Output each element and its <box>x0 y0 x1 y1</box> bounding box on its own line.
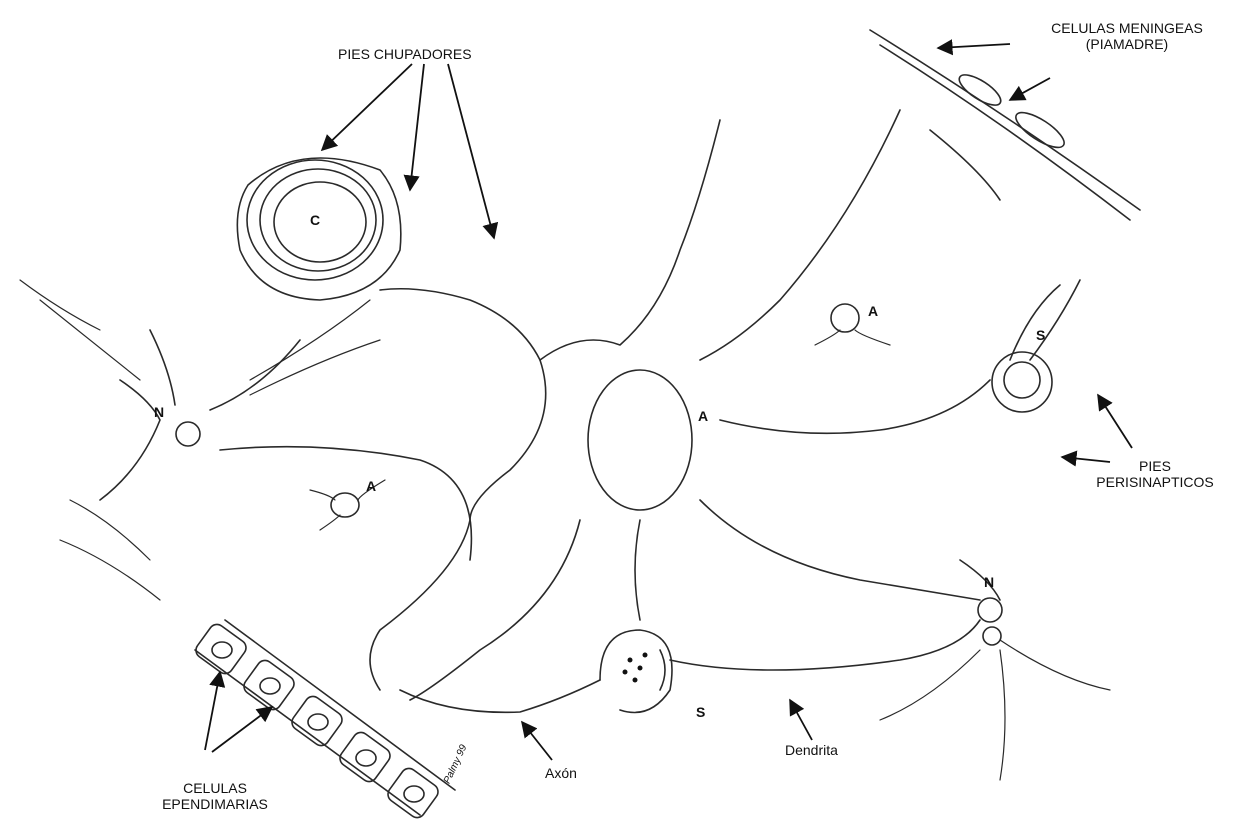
label-ependimarias-line2: EPENDIMARIAS <box>150 796 280 812</box>
neuron-left <box>20 280 471 600</box>
arrow-axon <box>522 722 552 760</box>
tag-capillary: C <box>310 212 320 228</box>
tag-astro-left: A <box>366 478 376 494</box>
astrocyte-upper-right <box>815 304 890 345</box>
label-meningeas-line1: CELULAS MENINGEAS <box>1032 20 1222 36</box>
label-axon: Axón <box>545 765 577 781</box>
arrow-meningeas-1 <box>938 44 1010 48</box>
tag-synapse-bottom: S <box>696 704 705 720</box>
label-perisinapticos-line2: PERISINAPTICOS <box>1080 474 1230 490</box>
synapse-bottom <box>600 630 672 713</box>
neuron-right <box>880 560 1110 780</box>
axon-path <box>400 680 600 712</box>
arrow-perisinapticos-1 <box>1098 395 1132 448</box>
label-perisinapticos-line1: PIES <box>1080 458 1230 474</box>
astrocyte-central <box>370 110 990 700</box>
label-meningeas-line2: (PIAMADRE) <box>1032 36 1222 52</box>
tag-astro-center: A <box>698 408 708 424</box>
dendrite-path <box>670 620 980 670</box>
tag-neuron-left: N <box>154 404 164 420</box>
capillary <box>237 158 401 300</box>
meningeal-cells <box>870 30 1140 220</box>
label-dendrita: Dendrita <box>785 742 838 758</box>
arrow-meningeas-2 <box>1010 78 1050 100</box>
label-celulas-ependimarias: CELULAS EPENDIMARIAS <box>150 780 280 812</box>
arrow-dendrita <box>790 700 812 740</box>
arrow-pies-chupadores-1 <box>322 64 412 150</box>
label-pies-chupadores: PIES CHUPADORES <box>338 46 472 62</box>
label-celulas-meningeas: CELULAS MENINGEAS (PIAMADRE) <box>1032 20 1222 52</box>
tag-synapse-top: S <box>1036 327 1045 343</box>
label-arrows <box>205 44 1132 760</box>
arrow-ependimarias-2 <box>212 707 272 752</box>
label-pies-perisinapticos: PIES PERISINAPTICOS <box>1080 458 1230 490</box>
tag-neuron-right: N <box>984 574 994 590</box>
label-ependimarias-line1: CELULAS <box>150 780 280 796</box>
synapse-top-right <box>992 280 1080 412</box>
arrow-pies-chupadores-3 <box>448 64 494 238</box>
arrow-ependimarias-1 <box>205 672 220 750</box>
arrow-pies-chupadores-2 <box>410 64 424 190</box>
tag-astro-upper-right: A <box>868 303 878 319</box>
